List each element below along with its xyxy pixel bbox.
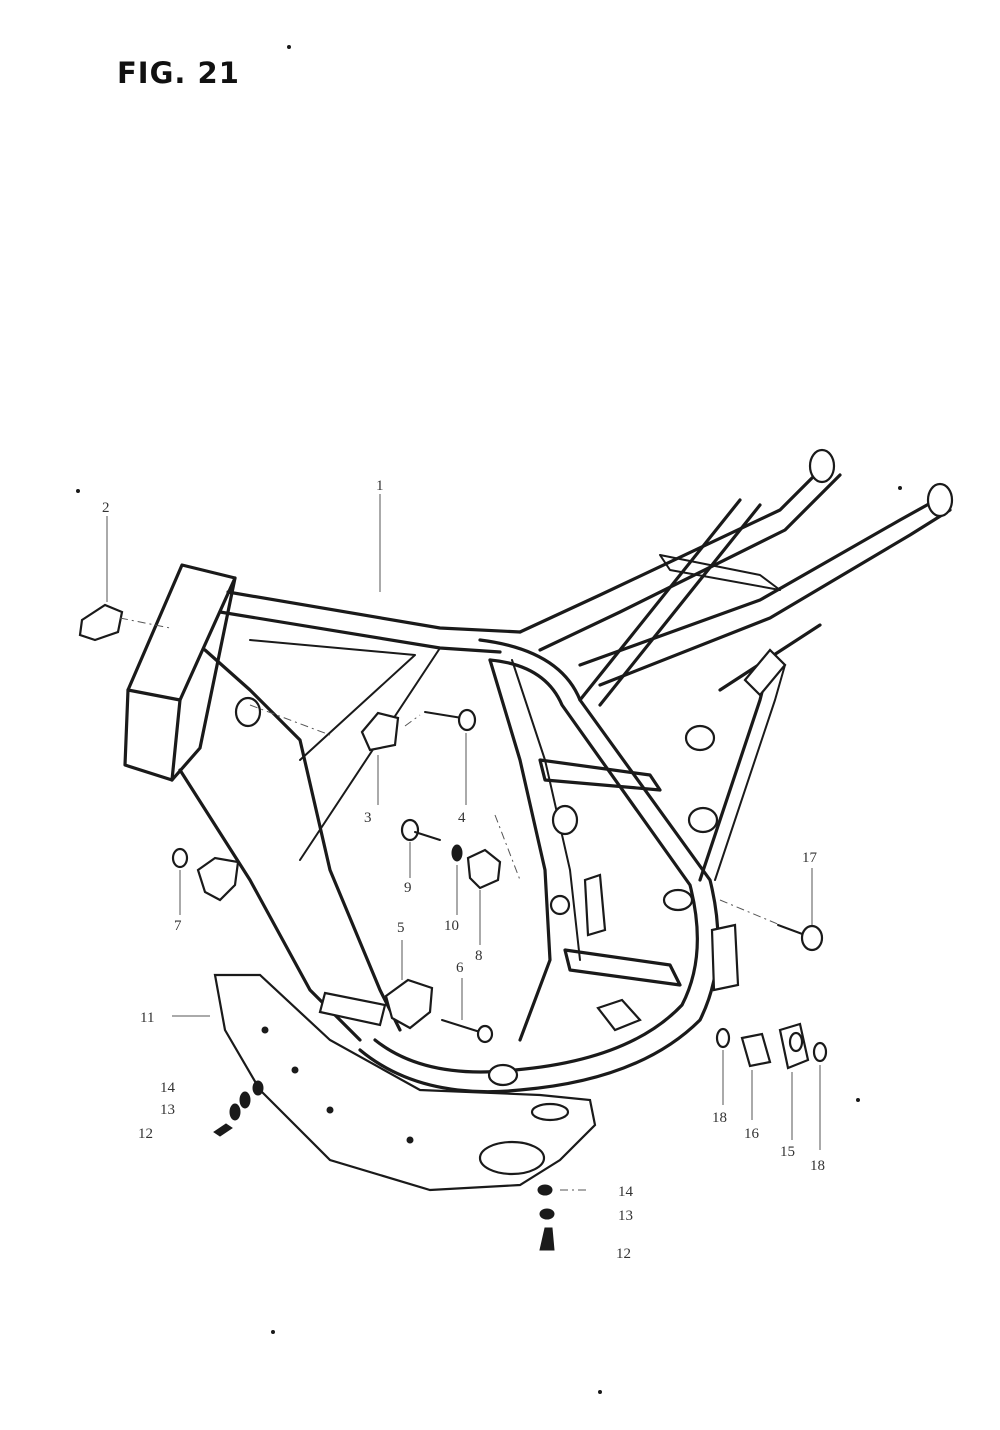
washer-18a <box>715 1027 731 1049</box>
callout-12a: 12 <box>138 1126 153 1142</box>
callout-15: 15 <box>780 1144 795 1160</box>
fasteners-bottom <box>537 1184 555 1251</box>
plate-3 <box>360 711 400 752</box>
plate-5 <box>384 978 434 1030</box>
callout-14b: 14 <box>618 1184 634 1200</box>
skid-plate <box>213 973 597 1192</box>
callout-2: 2 <box>102 500 110 516</box>
bolt-4 <box>424 708 477 732</box>
callout-13a: 13 <box>160 1102 175 1118</box>
washer-7 <box>171 847 189 869</box>
fasteners-left <box>213 1080 264 1137</box>
washer-18b <box>812 1041 828 1063</box>
callouts: 1 2 3 4 9 10 8 7 5 6 11 14 13 12 14 13 1… <box>102 478 825 1262</box>
callout-3: 3 <box>364 810 372 826</box>
small-parts <box>78 603 828 1251</box>
callout-5: 5 <box>397 920 405 936</box>
bolt-9 <box>400 818 441 842</box>
callout-11: 11 <box>140 1010 154 1026</box>
bolt-6 <box>441 1019 481 1033</box>
callout-16: 16 <box>744 1126 760 1142</box>
main-frame <box>123 448 954 1094</box>
scan-specks <box>76 45 902 1394</box>
collar-16 <box>740 1032 772 1068</box>
leader-lines <box>106 494 821 1191</box>
plate-2 <box>78 603 124 642</box>
callout-1: 1 <box>376 478 384 494</box>
callout-4: 4 <box>458 810 466 826</box>
callout-8: 8 <box>475 948 483 964</box>
figure-title: FIG. 21 <box>117 56 240 90</box>
callout-9: 9 <box>404 880 412 896</box>
callout-12b: 12 <box>616 1246 631 1262</box>
callout-6: 6 <box>456 960 464 976</box>
callout-18a: 18 <box>712 1110 727 1126</box>
clamp-8 <box>466 848 502 890</box>
callout-10: 10 <box>444 918 459 934</box>
plate-left <box>196 856 240 902</box>
callout-13b: 13 <box>618 1208 633 1224</box>
callout-18b: 18 <box>810 1158 825 1174</box>
callout-7: 7 <box>174 918 182 934</box>
nut-10 <box>451 844 463 862</box>
callout-17: 17 <box>802 850 818 866</box>
bolt-17 <box>777 924 824 952</box>
callout-14a: 14 <box>160 1080 176 1096</box>
